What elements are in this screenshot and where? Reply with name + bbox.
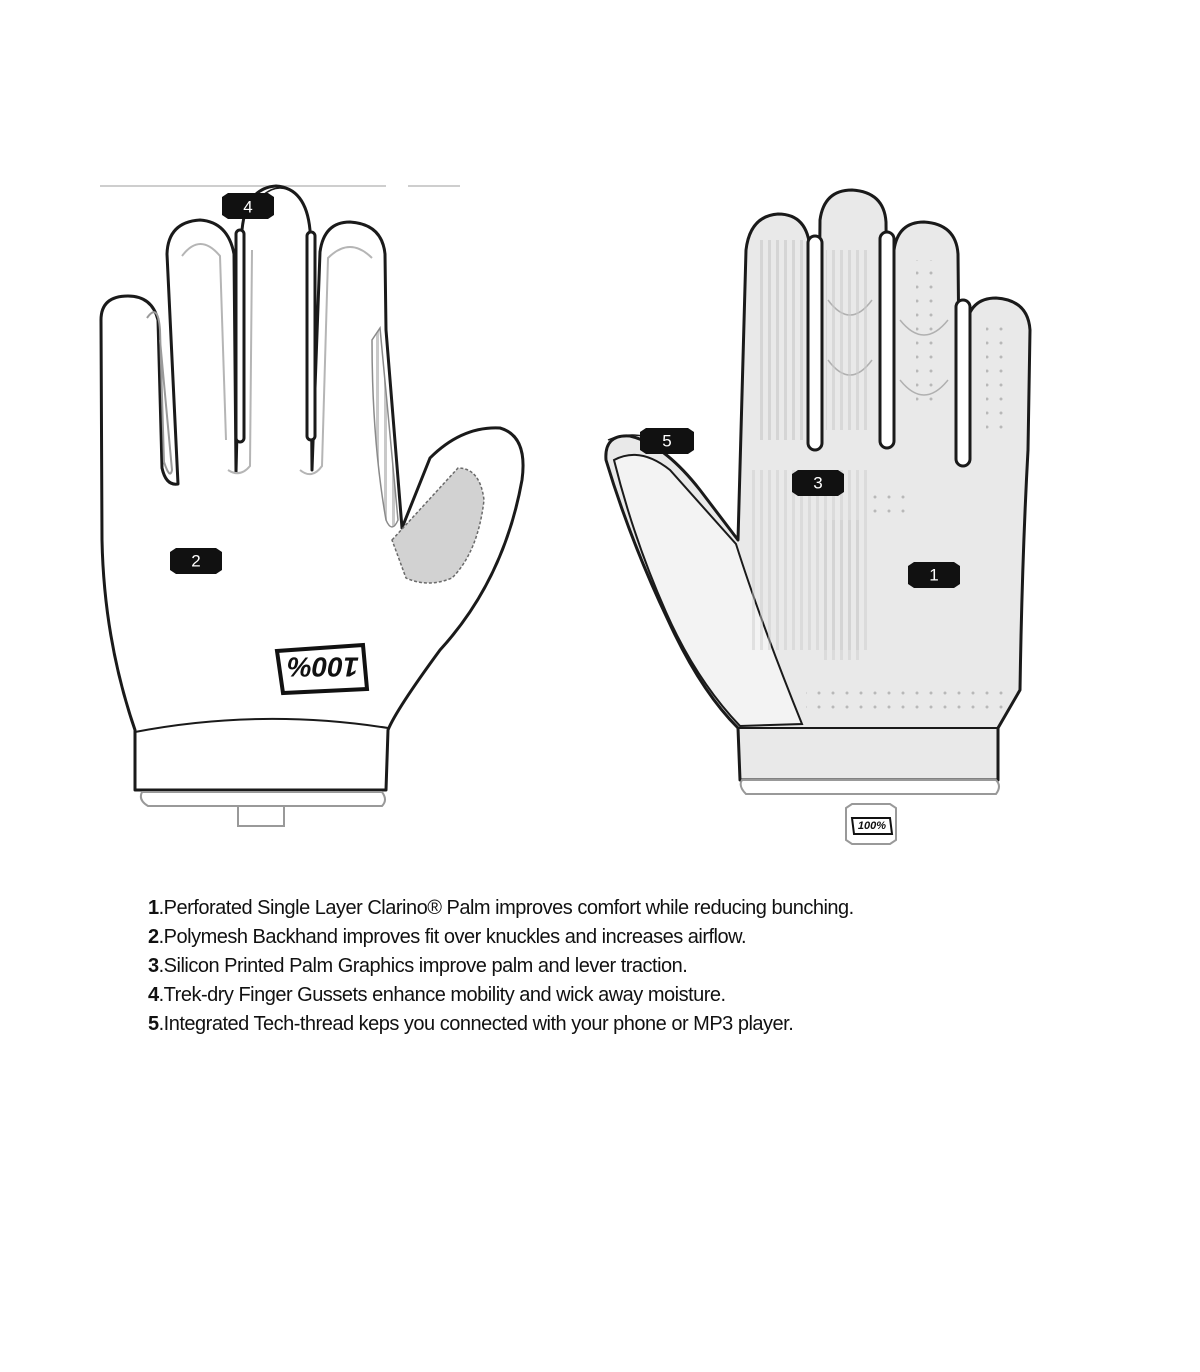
finger-inner-line <box>299 246 373 476</box>
finger-inner-line <box>181 243 227 441</box>
feature-text: .Integrated Tech-thread keps you connect… <box>158 1013 794 1035</box>
brand-tag-text: 100% <box>858 820 886 832</box>
brand-logo: 100% <box>274 642 370 696</box>
brand-logo-text: 100% <box>287 652 359 683</box>
cuff-band <box>739 779 1000 795</box>
finger-gusset-channel <box>954 298 972 468</box>
feature-list: 1.Perforated Single Layer Clarino® Palm … <box>148 894 854 1039</box>
thumb-panel <box>612 453 804 728</box>
feature-number: 5 <box>148 1013 159 1035</box>
perforation-dots <box>916 260 936 410</box>
feature-number: 2 <box>148 926 159 948</box>
feature-number: 4 <box>148 984 159 1006</box>
cuff-seam <box>134 717 389 733</box>
feature-text: .Perforated Single Layer Clarino® Palm i… <box>158 897 855 919</box>
feature-text: .Silicon Printed Palm Graphics improve p… <box>158 955 688 977</box>
callout-4-label: 4 <box>243 198 252 217</box>
pull-tab <box>237 805 285 827</box>
callout-4: 4 <box>222 193 274 219</box>
callout-1: 1 <box>908 562 960 588</box>
perforation-dots <box>806 684 1006 718</box>
callout-5: 5 <box>640 428 694 454</box>
callout-2-label: 2 <box>191 552 200 571</box>
glove-palm-view: 100% 5 3 1 <box>604 188 1032 845</box>
glove-diagram: 100% 4 2 <box>99 184 1032 845</box>
perforation-dots <box>872 490 912 520</box>
callout-3-label: 3 <box>813 474 822 493</box>
finger-gusset-channel <box>234 228 246 444</box>
side-mesh-panel <box>371 325 399 528</box>
thumb-grip-panel <box>391 467 485 584</box>
feature-item: 2.Polymesh Backhand improves fit over kn… <box>148 923 854 952</box>
cuff-band <box>139 791 386 807</box>
feature-item: 4.Trek-dry Finger Gussets enhance mobili… <box>148 981 854 1010</box>
feature-item: 5.Integrated Tech-thread keps you connec… <box>148 1010 854 1039</box>
finger-inner-line <box>227 249 253 475</box>
callout-3: 3 <box>792 470 844 496</box>
finger-gusset-channel <box>878 230 896 450</box>
feature-text: .Trek-dry Finger Gussets enhance mobilit… <box>158 984 726 1006</box>
feature-number: 3 <box>148 955 159 977</box>
callout-2: 2 <box>170 548 222 574</box>
finger-gusset-channel <box>806 234 824 452</box>
feature-item: 1.Perforated Single Layer Clarino® Palm … <box>148 894 854 923</box>
glove-back-view: 100% 4 2 <box>99 184 525 827</box>
feature-number: 1 <box>148 897 159 919</box>
feature-text: .Polymesh Backhand improves fit over knu… <box>158 926 747 948</box>
callout-1-label: 1 <box>929 566 938 585</box>
callout-5-label: 5 <box>662 432 671 451</box>
perforation-dots <box>986 320 1006 430</box>
finger-gusset-channel <box>305 230 317 442</box>
feature-item: 3.Silicon Printed Palm Graphics improve … <box>148 952 854 981</box>
brand-tag: 100% <box>845 803 897 845</box>
finger-gusset-line <box>146 311 174 475</box>
silicone-print-graphic <box>748 240 872 660</box>
